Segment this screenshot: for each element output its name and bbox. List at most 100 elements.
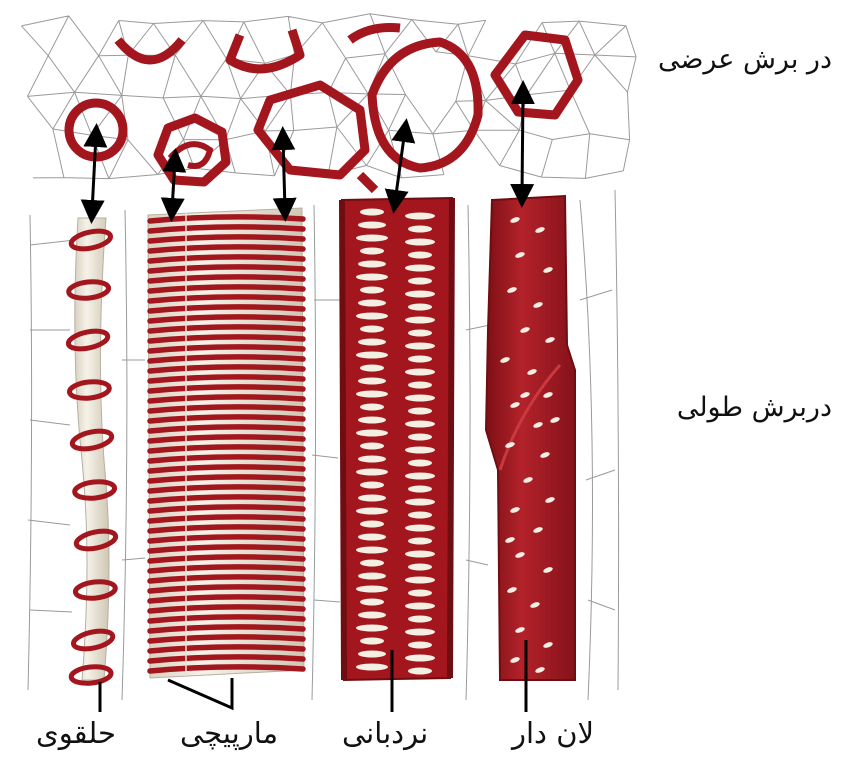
scalariform-slit-b-0	[405, 213, 435, 220]
scalariform-slit-b-19	[408, 460, 432, 467]
scalariform-slit-a-17	[356, 430, 388, 437]
pitted-label: لان دار	[512, 716, 594, 750]
long-wall-6	[30, 240, 75, 245]
scalariform-slit-a-5	[356, 274, 388, 281]
scalariform-slit-b-30	[405, 603, 435, 610]
scalariform-slit-a-4	[358, 261, 386, 268]
scalariform-slit-a-26	[356, 547, 388, 554]
scalariform-slit-a-6	[360, 287, 384, 294]
scalariform-slit-a-32	[356, 625, 388, 632]
scalariform-slit-b-32	[405, 629, 435, 636]
long-wall-1	[122, 210, 127, 700]
scalariform-slit-a-34	[358, 651, 386, 658]
scalariform-slit-b-26	[405, 551, 435, 558]
scalariform-slit-b-27	[408, 564, 432, 571]
annular-label: حلقوی	[36, 716, 116, 750]
pitted-ring	[495, 35, 578, 115]
scalariform-slit-a-0	[360, 209, 384, 216]
long-wall-20	[314, 600, 340, 602]
scalariform-slit-a-10	[358, 339, 386, 346]
scalariform-slit-a-30	[360, 599, 384, 606]
pitted-tube	[486, 196, 575, 680]
long-wall-4	[580, 200, 593, 700]
double-arrow-4	[522, 92, 523, 196]
scalariform-slit-a-23	[356, 508, 388, 515]
scalariform-slit-a-13	[358, 378, 386, 385]
scalariform-slit-b-20	[405, 473, 435, 480]
scalariform-slit-a-8	[356, 313, 388, 320]
scalariform-slit-b-6	[405, 291, 435, 298]
scalariform-slit-b-31	[408, 616, 432, 623]
scalariform-slit-a-31	[358, 612, 386, 619]
scalariform-slit-a-35	[356, 664, 388, 671]
long-wall-16	[580, 290, 612, 300]
scalariform-slit-b-8	[405, 317, 435, 324]
scalariform-vessel	[342, 198, 452, 680]
scalariform-slit-b-35	[408, 668, 432, 675]
scalariform-slit-b-10	[405, 343, 435, 350]
annular-vessel	[67, 218, 117, 685]
scalariform-slit-a-22	[358, 495, 386, 502]
scalariform-edge-left	[342, 200, 344, 680]
scalariform-slit-b-13	[408, 382, 432, 389]
scalariform-tube	[342, 198, 452, 680]
scalariform-slit-a-28	[358, 573, 386, 580]
scalariform-slit-b-21	[408, 486, 432, 493]
double-arrow-0	[92, 135, 96, 212]
scalariform-slit-b-18	[405, 447, 435, 454]
scalariform-slit-b-3	[408, 252, 432, 259]
spiral-cross-ring	[158, 118, 226, 182]
long-wall-18	[588, 600, 615, 610]
scalariform-slit-a-24	[360, 521, 384, 528]
scalariform-slit-a-2	[356, 235, 388, 242]
scalariform-slit-b-9	[408, 330, 432, 337]
scalariform-slit-a-27	[360, 560, 384, 567]
scalariform-slit-a-29	[356, 586, 388, 593]
scalariform-slit-b-33	[408, 642, 432, 649]
double-arrow-1	[172, 160, 175, 210]
cross-section-label: در برش عرضی	[658, 44, 832, 75]
long-wall-8	[28, 520, 70, 525]
scalariform-slit-a-9	[360, 326, 384, 333]
spiral-vessel	[148, 208, 304, 678]
scalariform-edge-right	[450, 198, 452, 678]
scalariform-slit-b-1	[408, 226, 432, 233]
scalariform-slit-b-34	[405, 655, 435, 662]
scalariform-slit-a-7	[358, 300, 386, 307]
scalariform-slit-a-11	[356, 352, 388, 359]
long-wall-0	[28, 215, 32, 690]
scalariform-slit-a-21	[360, 482, 384, 489]
scalariform-slit-b-15	[408, 408, 432, 415]
scalariform-slit-b-23	[408, 512, 432, 519]
scalariform-slit-a-18	[360, 443, 384, 450]
scalariform-slit-b-2	[405, 239, 435, 246]
pitted-vessel	[486, 196, 575, 680]
scalariform-slit-a-12	[360, 365, 384, 372]
ring-stub	[360, 175, 375, 190]
long-wall-17	[586, 470, 615, 480]
scalariform-slit-a-33	[360, 638, 384, 645]
scalariform-slit-b-22	[405, 499, 435, 506]
scalariform-slit-a-19	[358, 456, 386, 463]
top-arc-3	[350, 28, 400, 41]
scalariform-slit-a-25	[358, 534, 386, 541]
scalariform-label: نردبانی	[342, 716, 428, 750]
scalariform-slit-b-7	[408, 304, 432, 311]
scalariform-slit-a-14	[356, 391, 388, 398]
long-wall-5	[615, 190, 619, 690]
scalariform-slit-b-29	[408, 590, 432, 597]
double-arrow-2	[283, 138, 285, 210]
scalariform-slit-b-16	[405, 421, 435, 428]
scalariform-slit-b-25	[408, 538, 432, 545]
scalariform-slit-b-28	[405, 577, 435, 584]
scalariform-slit-a-16	[358, 417, 386, 424]
long-wall-9	[30, 610, 72, 612]
spiral-large-ring	[258, 85, 365, 175]
scalariform-ring	[372, 42, 478, 168]
scalariform-slit-a-20	[356, 469, 388, 476]
scalariform-slit-b-11	[408, 356, 432, 363]
scalariform-slit-a-1	[358, 222, 386, 229]
scalariform-slit-b-12	[405, 369, 435, 376]
scalariform-slit-a-15	[360, 404, 384, 411]
